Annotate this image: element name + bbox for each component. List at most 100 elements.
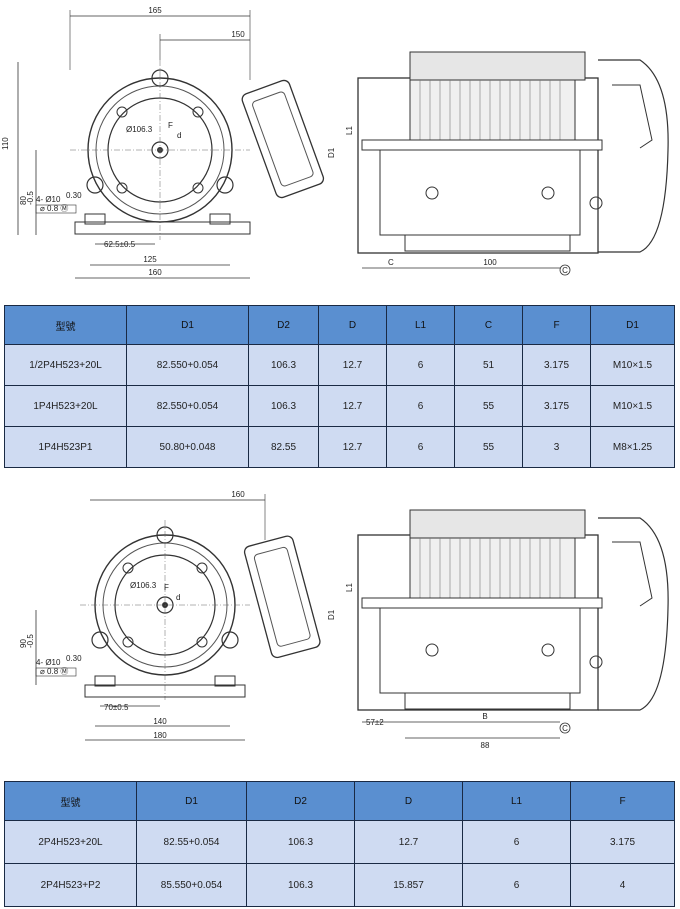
table-header: F [570, 781, 675, 821]
dim-width-total: 160 [231, 490, 245, 499]
table-row: 2P4H523+20L 82.55+0.054 106.3 12.7 6 3.1… [4, 820, 675, 864]
dim-center-height: 80 [19, 196, 28, 205]
table-header: D2 [248, 305, 319, 345]
table-cell: 82.55+0.054 [136, 820, 247, 864]
table-cell: 55 [454, 385, 523, 427]
dim-base-inner: 140 [153, 717, 167, 726]
label-l1: L1 [345, 583, 354, 592]
dim-length: 100 [483, 258, 497, 267]
table-cell: 15.857 [354, 863, 463, 907]
table-cell: 106.3 [248, 344, 319, 386]
table-cell: 55 [454, 426, 523, 468]
table-cell: 6 [462, 863, 571, 907]
table-cell: 82.550+0.054 [126, 385, 249, 427]
label-d: d [177, 131, 181, 140]
table-header: D1 [136, 781, 247, 821]
dim-pos-tol: ⌀ 0.8 Ⓜ [40, 204, 68, 213]
table-header: D1 [126, 305, 249, 345]
table-cell: 12.7 [318, 344, 387, 386]
label-d1: D1 [327, 609, 336, 620]
circle-c: C [562, 724, 568, 733]
table-cell: 6 [462, 820, 571, 864]
dim-offset: 57±2 [366, 718, 384, 727]
motor-drawing-1: 165 150 110 80 -0.5 Ø106.3 F d 4- Ø10 0.… [0, 0, 680, 290]
circle-c: C [562, 266, 568, 275]
spec-table-1: 型號 D1 D2 D L1 C F D1 1/2P4H523+20L 82.55… [4, 305, 675, 468]
label-d: d [176, 593, 180, 602]
motor-end-view-2 [80, 520, 321, 700]
dim-height: 110 [1, 137, 10, 150]
table-row: 1P4H523+20L 82.550+0.054 106.3 12.7 6 55… [4, 385, 675, 427]
label-l1: L1 [345, 126, 354, 135]
table-cell: 6 [386, 426, 455, 468]
table-header-row: 型號 D1 D2 D L1 F [4, 781, 675, 821]
label-d1: D1 [327, 147, 336, 158]
motor-end-view-1 [70, 60, 325, 240]
table-cell: 12.7 [354, 820, 463, 864]
dim-bolt-circle: Ø106.3 [130, 581, 157, 590]
dim-holes: 4- Ø10 [36, 658, 61, 667]
label-c: C [388, 258, 394, 267]
table-header: D [318, 305, 387, 345]
table-cell: 85.550+0.054 [136, 863, 247, 907]
table-cell: 3.175 [570, 820, 675, 864]
table-cell: 3.175 [522, 385, 591, 427]
dim-base-inner: 125 [143, 255, 157, 264]
table-header: D1 [590, 305, 675, 345]
dim-holes-tol: 0.30 [66, 191, 82, 200]
dim-center-tol: -0.5 [26, 634, 35, 648]
spec-table-2: 型號 D1 D2 D L1 F 2P4H523+20L 82.55+0.054 … [4, 781, 675, 907]
motor-section-view-2 [357, 509, 669, 711]
table-cell: 6 [386, 344, 455, 386]
label-b: B [482, 712, 487, 721]
table-cell: 4 [570, 863, 675, 907]
table-header: C [454, 305, 523, 345]
table-cell: 12.7 [318, 385, 387, 427]
table-cell: 1P4H523+20L [4, 385, 127, 427]
table-header: D2 [246, 781, 355, 821]
table-cell: 2P4H523+P2 [4, 863, 137, 907]
table-header: 型號 [4, 305, 127, 345]
table-cell: 82.55 [248, 426, 319, 468]
table-cell: 82.550+0.054 [126, 344, 249, 386]
table-cell: 51 [454, 344, 523, 386]
table-cell: M10×1.5 [590, 344, 675, 386]
table-cell: 3.175 [522, 344, 591, 386]
table-header: 型號 [4, 781, 137, 821]
table-cell: 1P4H523P1 [4, 426, 127, 468]
dim-bolt-circle: Ø106.3 [126, 125, 153, 134]
table-header: L1 [386, 305, 455, 345]
table-row: 1P4H523P1 50.80+0.048 82.55 12.7 6 55 3 … [4, 426, 675, 468]
dim-base-outer: 160 [148, 268, 162, 277]
table-cell: 1/2P4H523+20L [4, 344, 127, 386]
dim-width-box: 150 [231, 30, 245, 39]
dim-holes-tol: 0.30 [66, 654, 82, 663]
table-cell: 106.3 [246, 863, 355, 907]
dim-length: 88 [481, 741, 490, 750]
table-header: L1 [462, 781, 571, 821]
motor-section-view-1 [357, 51, 669, 254]
label-f: F [168, 121, 173, 130]
dim-base-outer: 180 [153, 731, 167, 740]
table-cell: M8×1.25 [590, 426, 675, 468]
dim-foot-spacing: 70±0.5 [104, 703, 129, 712]
table-row: 1/2P4H523+20L 82.550+0.054 106.3 12.7 6 … [4, 344, 675, 386]
table-cell: M10×1.5 [590, 385, 675, 427]
motor-drawing-2: 160 90 -0.5 Ø106.3 F d 4- Ø10 0.30 ⌀ 0.8… [0, 480, 680, 770]
table-header: D [354, 781, 463, 821]
table-cell: 2P4H523+20L [4, 820, 137, 864]
table-cell: 106.3 [248, 385, 319, 427]
dim-holes: 4- Ø10 [36, 195, 61, 204]
table-cell: 12.7 [318, 426, 387, 468]
dim-height: 90 [19, 639, 28, 648]
motor-drawing-1-svg: 165 150 110 80 -0.5 Ø106.3 F d 4- Ø10 0.… [1, 6, 669, 279]
table-cell: 106.3 [246, 820, 355, 864]
table-header: F [522, 305, 591, 345]
table-cell: 6 [386, 385, 455, 427]
label-f: F [164, 583, 169, 592]
dim-center-tol: -0.5 [26, 191, 35, 205]
motor-drawing-2-svg: 160 90 -0.5 Ø106.3 F d 4- Ø10 0.30 ⌀ 0.8… [19, 490, 669, 750]
table-cell: 3 [522, 426, 591, 468]
table-header-row: 型號 D1 D2 D L1 C F D1 [4, 305, 675, 345]
dim-width-total: 165 [148, 6, 162, 15]
